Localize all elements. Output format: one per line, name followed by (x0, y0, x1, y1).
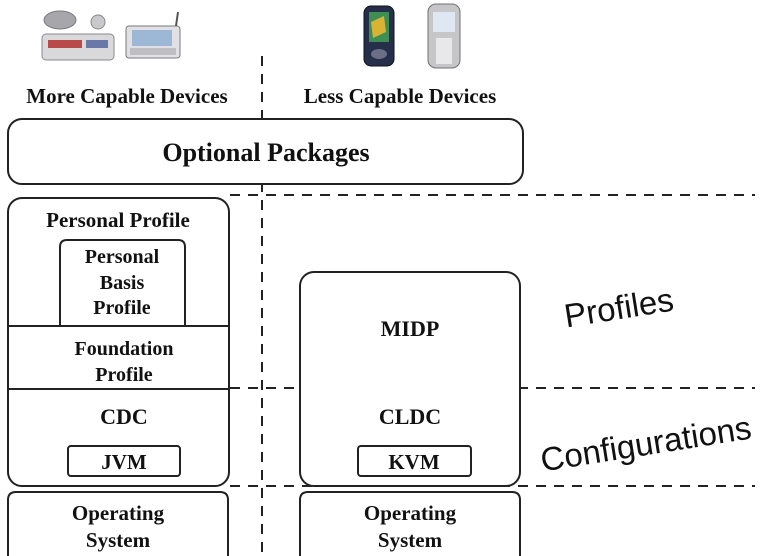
cdc-label: CDC (100, 404, 148, 429)
operating-system-right-line2: System (378, 528, 443, 552)
pda-icon (363, 5, 395, 67)
personal-profile-label: Personal Profile (46, 208, 190, 232)
midp-label: MIDP (381, 316, 440, 341)
cldc-label: CLDC (379, 404, 441, 429)
configurations-layer-label: Configurations (538, 409, 754, 479)
jvm-box (67, 445, 181, 477)
personal-basis-profile-line2: Basis (100, 272, 145, 294)
foundation-profile-line1: Foundation (75, 338, 174, 360)
mobile-phone-icon (427, 3, 461, 69)
personal-basis-profile-line1: Personal (85, 246, 160, 268)
profiles-layer-label: Profiles (562, 281, 676, 335)
more-capable-header: More Capable Devices (26, 84, 227, 108)
set-top-box-icon (41, 10, 115, 61)
operating-system-left-line2: System (86, 528, 151, 552)
handheld-computer-icon (125, 11, 181, 59)
personal-basis-profile-box (59, 239, 186, 325)
optional-packages-box (7, 118, 524, 185)
operating-system-left-box (7, 491, 229, 556)
kvm-box (357, 445, 472, 477)
cldc-stack-box (299, 271, 521, 487)
operating-system-right-box (299, 491, 521, 556)
less-capable-header: Less Capable Devices (304, 84, 497, 108)
operating-system-right-line1: Operating (364, 501, 457, 525)
optional-packages-label: Optional Packages (162, 138, 369, 167)
personal-basis-profile-line3: Profile (93, 297, 151, 319)
operating-system-left-line1: Operating (72, 501, 165, 525)
foundation-profile-line2: Profile (95, 364, 153, 386)
kvm-label: KVM (388, 450, 440, 474)
jvm-label: JVM (101, 450, 147, 474)
